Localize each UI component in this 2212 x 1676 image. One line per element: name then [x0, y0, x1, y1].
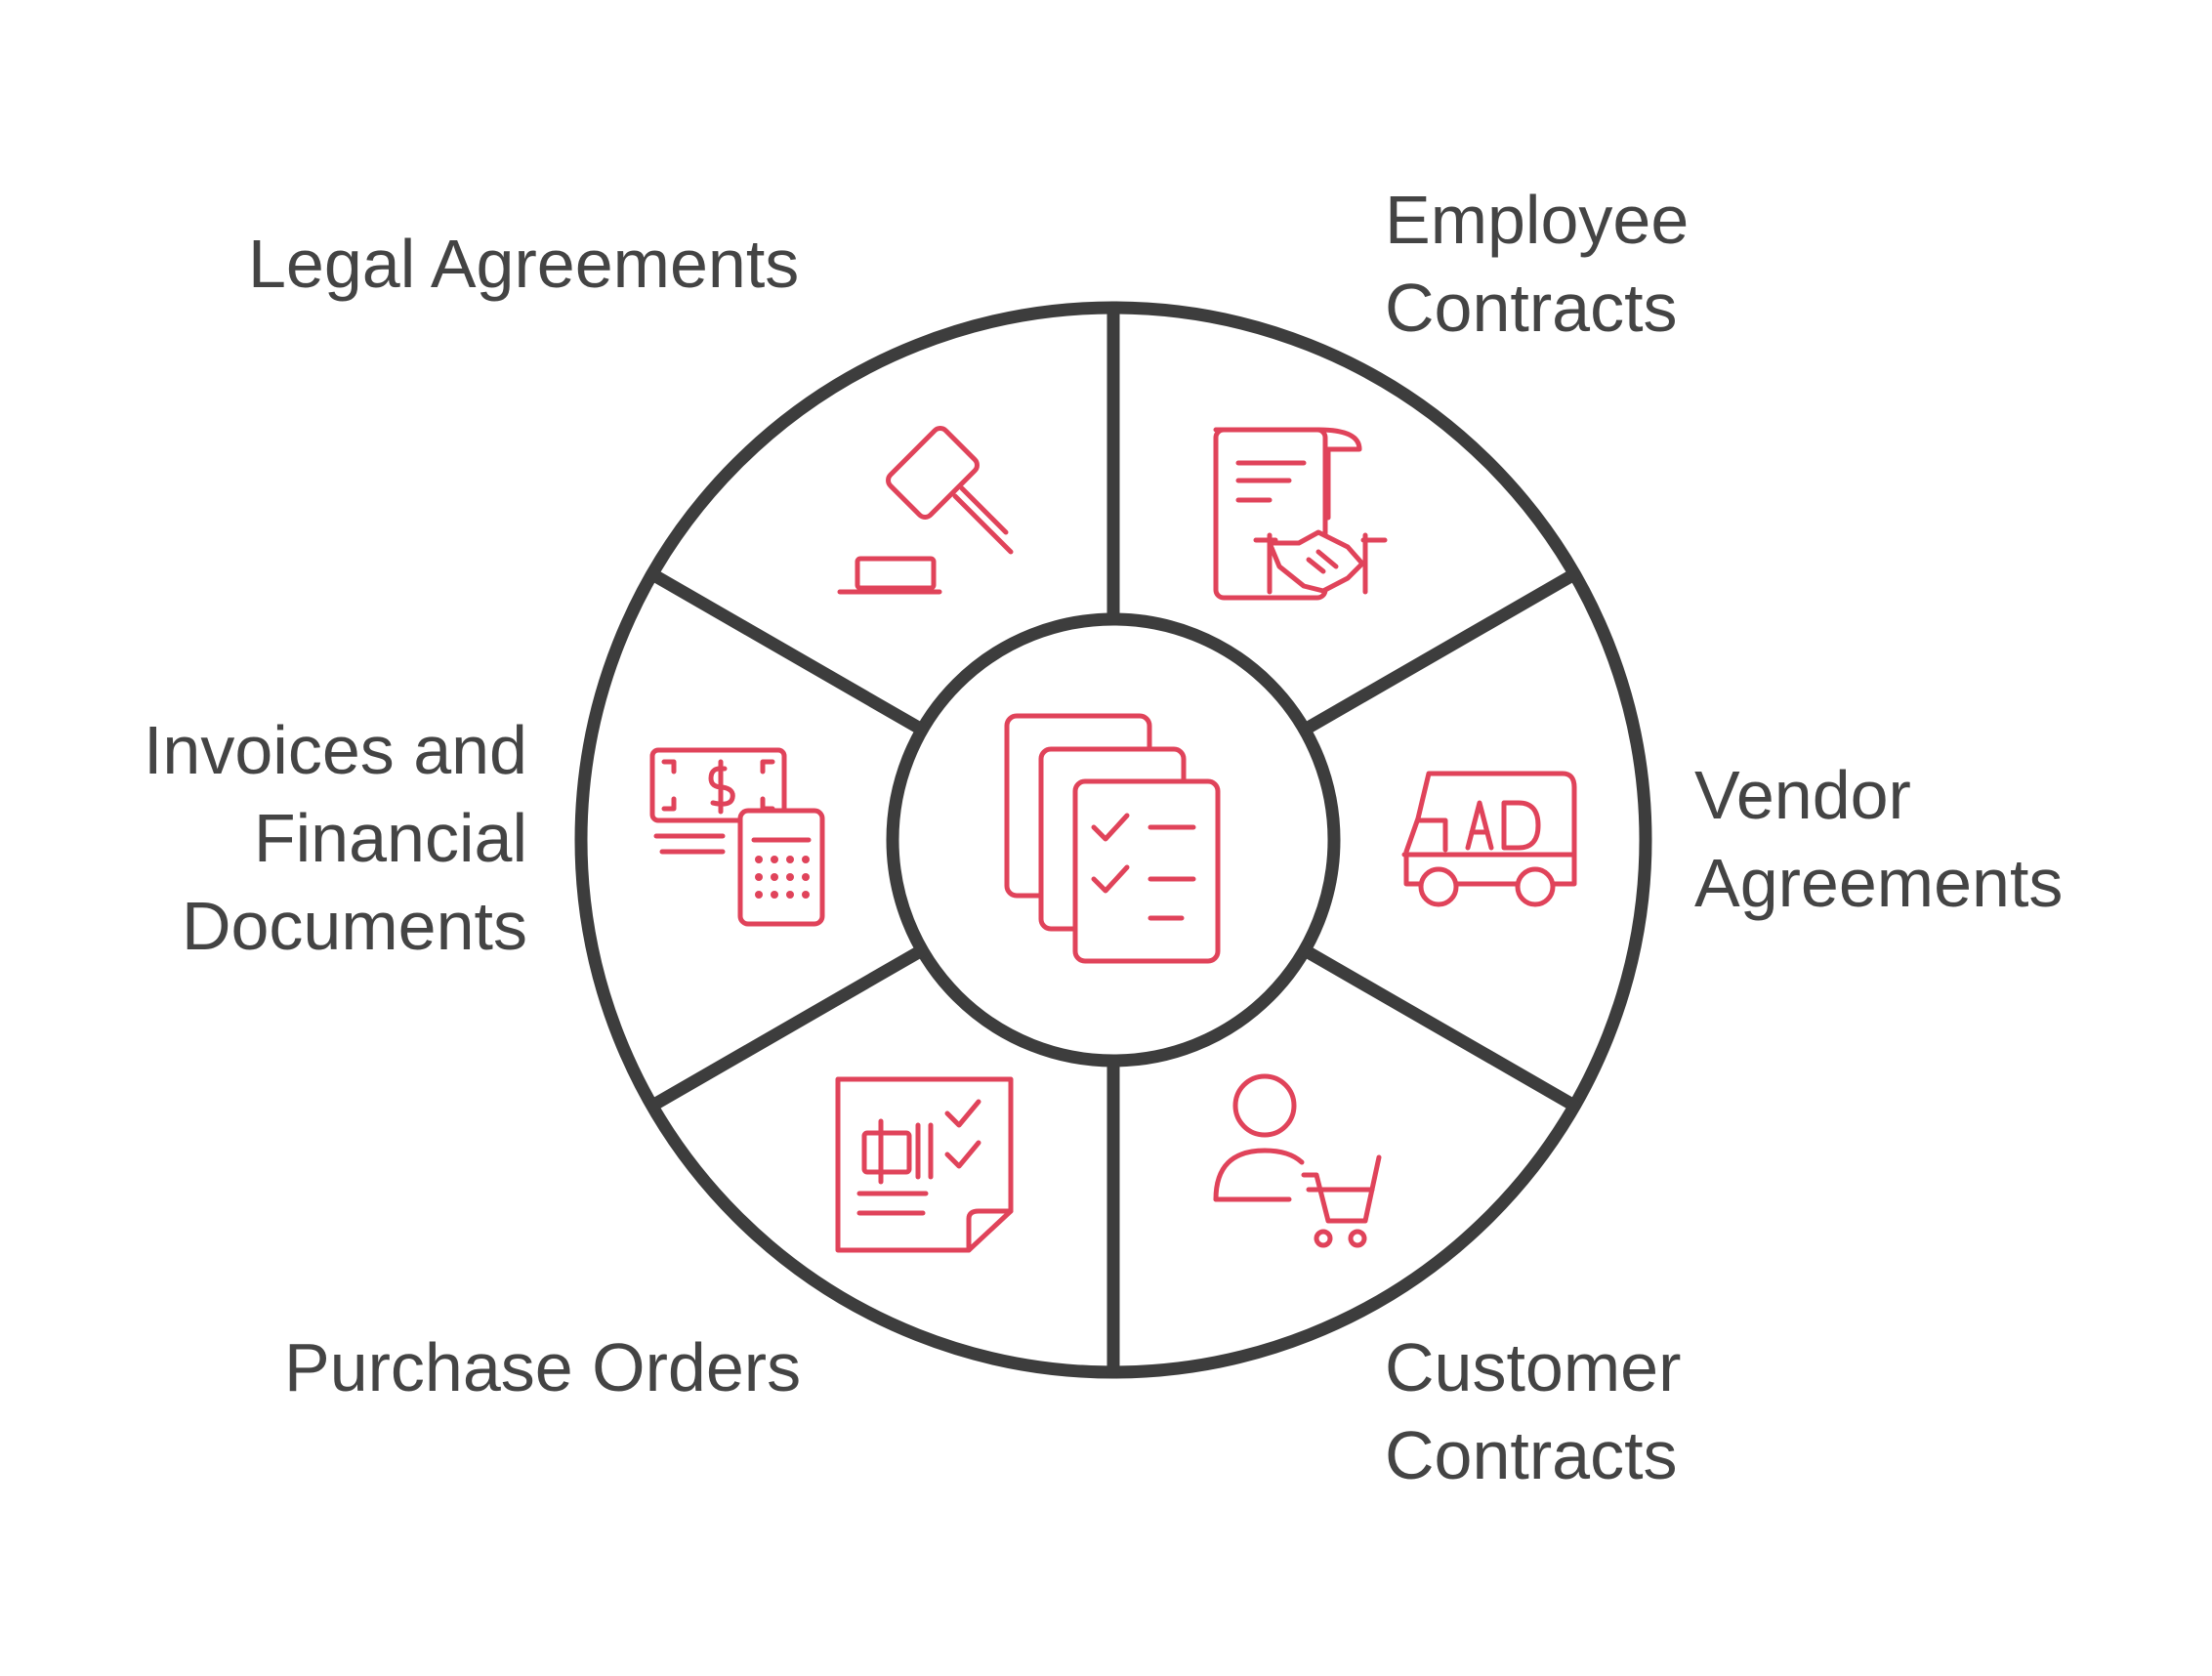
- label-invoices-financial-documents: Invoices and Financial Documents: [144, 706, 527, 970]
- money-calculator-icon: [649, 747, 825, 927]
- divider-upper-right: [1298, 567, 1581, 736]
- label-line: Customer: [1385, 1329, 1682, 1405]
- label-line: Documents: [181, 888, 527, 964]
- customer-cart-icon: [1213, 1073, 1382, 1248]
- label-line: Agreements: [1694, 845, 2064, 921]
- contract-handshake-icon: [1213, 427, 1388, 601]
- label-line: Legal Agreements: [248, 226, 800, 302]
- label-line: Invoices and: [143, 712, 527, 788]
- label-line: Employee: [1385, 182, 1690, 258]
- label-vendor-agreements: Vendor Agreements: [1694, 751, 2063, 927]
- label-legal-agreements: Legal Agreements: [248, 220, 799, 308]
- label-line: Purchase Orders: [284, 1329, 802, 1405]
- label-employee-contracts: Employee Contracts: [1385, 176, 1689, 352]
- divider-lower-left: [646, 943, 929, 1112]
- label-line: Financial: [253, 800, 527, 876]
- ad-van-icon: [1401, 771, 1577, 907]
- label-line: Contracts: [1385, 1417, 1678, 1493]
- divider-lower-right: [1298, 943, 1581, 1112]
- label-line: Vendor: [1694, 757, 1911, 833]
- label-line: Contracts: [1385, 270, 1678, 346]
- order-form-icon: [835, 1076, 1014, 1253]
- documents-checklist-icon: [1004, 713, 1221, 964]
- divider-upper-left: [646, 567, 929, 736]
- gavel-icon: [837, 426, 1014, 595]
- label-customer-contracts: Customer Contracts: [1385, 1323, 1681, 1499]
- label-purchase-orders: Purchase Orders: [284, 1323, 801, 1411]
